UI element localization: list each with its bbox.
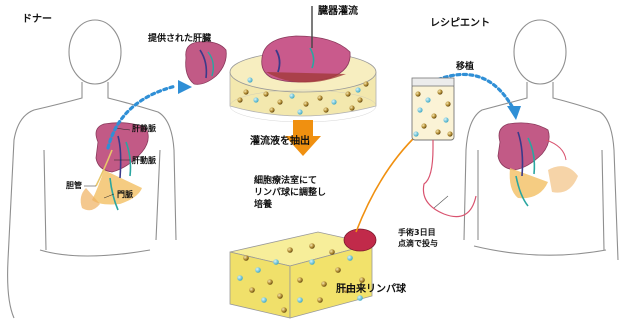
lymphocyte-dot	[253, 97, 258, 102]
lymphocyte-dot	[421, 123, 426, 128]
lymphocyte-dot	[255, 267, 261, 273]
lymphocyte-dot	[347, 255, 353, 261]
lymphocyte-dot	[329, 249, 335, 255]
liver-lymphocytes-label: 肝由来リンパ球	[336, 284, 406, 296]
lymphocyte-dot	[415, 91, 420, 96]
bile-duct-label: 胆管	[66, 181, 82, 190]
portal-vein-label: 門脈	[117, 190, 133, 199]
lymphocyte-dot	[287, 247, 293, 253]
lymphocyte-dot	[309, 243, 315, 249]
lymphocyte-dot	[345, 91, 350, 96]
lymphocyte-dot	[243, 89, 248, 94]
recipient-label: レシピエント	[430, 18, 490, 30]
lymphocyte-dot	[243, 255, 249, 261]
lymphocyte-dot	[277, 293, 283, 299]
lymphocyte-dot	[297, 109, 302, 114]
lymphocyte-dot	[335, 267, 341, 273]
lymphocyte-dot	[321, 281, 327, 287]
lymphocyte-dot	[363, 81, 368, 86]
cell-therapy-label-line3: 培養	[254, 200, 272, 210]
lymphocyte-dot	[417, 107, 422, 112]
lymphocyte-dot	[357, 295, 363, 301]
provided-liver-image	[186, 42, 227, 85]
donor-liver	[81, 123, 149, 211]
lymphocyte-dot	[425, 97, 430, 102]
lymphocyte-dot	[435, 129, 440, 134]
lymphocyte-dot	[309, 259, 315, 265]
hepatic-artery-label: 肝動脈	[132, 156, 156, 165]
lymphocyte-dot	[413, 131, 418, 136]
lymphocyte-dot	[277, 99, 282, 104]
cell-therapy-label-line2: リンパ球に調整し	[254, 188, 326, 198]
recipient-liver	[498, 123, 578, 198]
infusion-pointer	[434, 196, 448, 208]
lymphocyte-dot	[237, 275, 243, 281]
lymphocyte-dot	[303, 101, 308, 106]
transplant-label: 移植	[456, 62, 474, 72]
infusion-label-line1: 手術3日目	[398, 228, 436, 237]
lymphocyte-dot	[237, 97, 242, 102]
lymphocyte-dot	[447, 131, 452, 136]
lymphocyte-dot	[267, 279, 273, 285]
lymphocyte-dot	[445, 101, 450, 106]
hepatic-vein-label: 肝静脈	[132, 124, 156, 133]
extract-perfusate-label: 灌流液を抽出	[250, 136, 310, 148]
lymphocyte-dot	[273, 259, 279, 265]
lymphocyte-dot	[349, 105, 354, 110]
donor-label: ドナー	[22, 14, 52, 26]
cell-therapy-label-line1: 細胞療法室にて	[254, 176, 317, 186]
culture-flask	[230, 229, 376, 318]
culture-to-bag-tube	[356, 134, 418, 232]
lymphocyte-dot	[297, 277, 303, 283]
provided-liver-label: 提供された肝臓	[148, 34, 211, 44]
donor-body	[8, 20, 176, 318]
lymphocyte-dot	[269, 107, 274, 112]
lymphocyte-dot	[437, 89, 442, 94]
lymphocyte-dot	[297, 297, 303, 303]
perfusion-dish	[230, 6, 376, 122]
lymphocyte-dot	[247, 77, 252, 82]
infusion-label-line2: 点滴で投与	[398, 239, 438, 248]
lymphocyte-dot	[317, 95, 322, 100]
lymphocyte-dot	[323, 107, 328, 112]
lymphocyte-dot	[261, 297, 267, 303]
lymphocyte-dot	[357, 97, 362, 102]
organ-perfusion-label: 臓器灌流	[318, 6, 358, 18]
lymphocyte-dot	[431, 113, 436, 118]
lymphocyte-dot	[263, 91, 268, 96]
lymphocyte-dot	[331, 99, 336, 104]
lymphocyte-dot	[359, 277, 365, 283]
lymphocyte-dot	[289, 93, 294, 98]
lymphocyte-dot	[281, 307, 287, 313]
lymphocyte-dot	[443, 117, 448, 122]
lymphocyte-dot	[249, 287, 255, 293]
lymphocyte-dot	[355, 87, 360, 92]
lymphocyte-dot	[317, 297, 323, 303]
